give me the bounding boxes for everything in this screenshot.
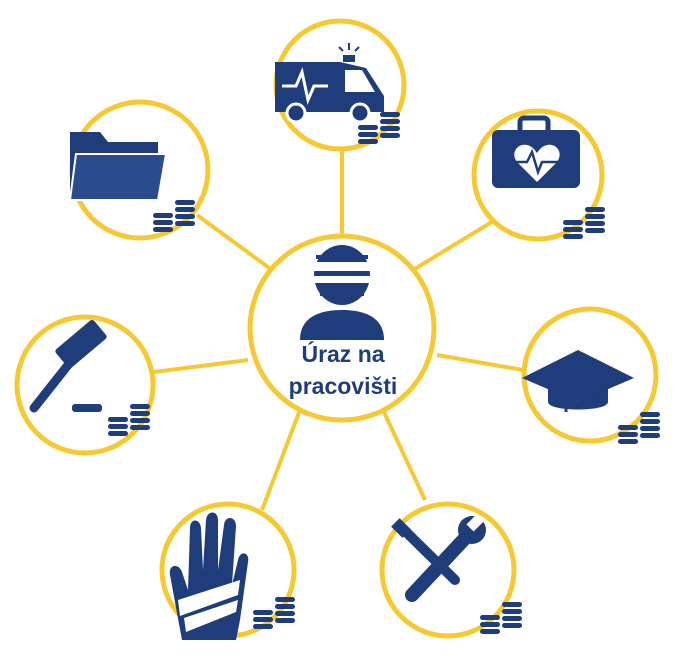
node-documents [68, 99, 211, 241]
node-medical-case [471, 108, 605, 242]
wrench-screwdriver-icon [391, 514, 486, 602]
ambulance-icon [275, 43, 384, 124]
node-legal [14, 314, 156, 456]
center-title-line-2: pracovišti [288, 373, 398, 399]
node-tools [379, 501, 522, 639]
center-node [247, 233, 437, 423]
graduation-cap-icon [522, 350, 634, 412]
connectors [153, 147, 524, 511]
center-title-line-1: Úraz na [301, 341, 385, 367]
node-injured-hand [159, 501, 297, 640]
bandaged-hand-icon [169, 512, 249, 640]
folder-icon [68, 132, 168, 201]
gavel-icon [29, 319, 107, 413]
node-education [521, 306, 660, 444]
medical-bag-icon [492, 115, 580, 188]
node-ambulance [273, 18, 407, 152]
injured-person-icon [300, 245, 384, 340]
